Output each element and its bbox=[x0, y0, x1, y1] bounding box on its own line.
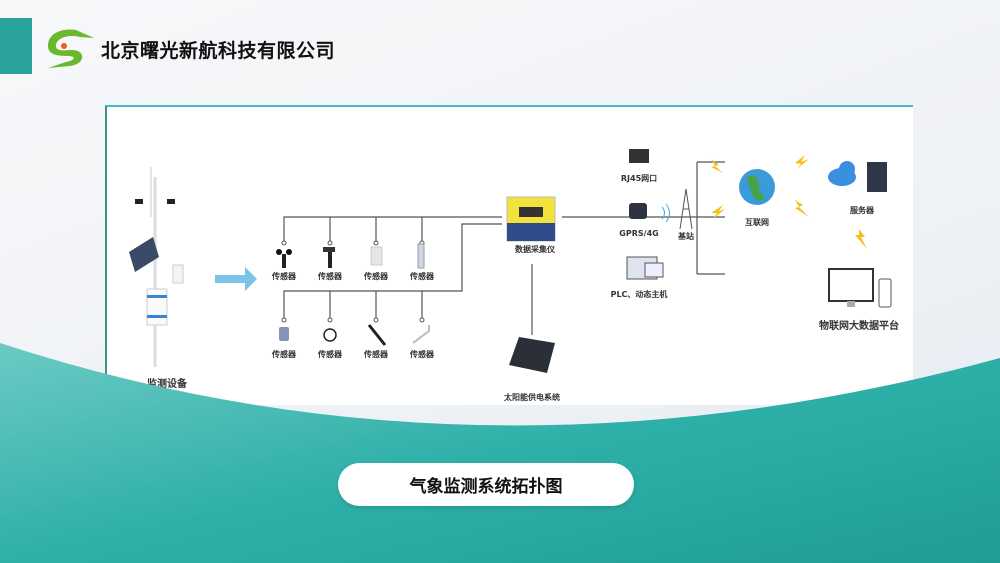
topology-diagram: 监测设备 传感器 传感器 传感器 传感器 传感器 传感器 传感器 传感器 数据采… bbox=[105, 105, 913, 405]
globe-icon bbox=[739, 169, 775, 205]
label-data-logger: 数据采集仪 bbox=[515, 245, 555, 254]
label-sensor: 传感器 bbox=[410, 350, 434, 359]
rain-gauge-icon bbox=[417, 243, 425, 269]
label-sensor: 传感器 bbox=[318, 350, 342, 359]
plc-screens-icon bbox=[626, 256, 664, 280]
label-sensor: 传感器 bbox=[272, 350, 296, 359]
label-gprs: GPRS/4G bbox=[619, 229, 659, 238]
wireless-signal-icon bbox=[661, 203, 670, 223]
rj45-port-icon bbox=[629, 149, 649, 163]
label-sensor: 传感器 bbox=[272, 272, 296, 281]
label-iot-platform: 物联网大数据平台 bbox=[819, 321, 899, 332]
hook-sensor-icon bbox=[412, 325, 430, 344]
lightning-icon bbox=[711, 155, 867, 249]
server-rack-icon bbox=[867, 162, 887, 192]
gprs-module-icon bbox=[629, 203, 647, 219]
label-internet: 互联网 bbox=[745, 218, 769, 227]
label-server: 服务器 bbox=[850, 206, 874, 215]
label-sensor: 传感器 bbox=[364, 350, 388, 359]
label-solar: 太阳能供电系统 bbox=[504, 393, 560, 402]
desktop-monitor-icon bbox=[828, 268, 874, 307]
diagram-caption: 气象监测系统拓扑图 bbox=[338, 463, 634, 506]
label-sensor: 传感器 bbox=[364, 272, 388, 281]
probe-sensor-icon bbox=[367, 324, 387, 346]
solar-panel-icon bbox=[509, 337, 555, 373]
company-logo bbox=[48, 29, 94, 68]
cloud-icon bbox=[828, 161, 856, 186]
label-rj45: RJ45网口 bbox=[620, 174, 658, 183]
anemometer-icon bbox=[276, 249, 292, 268]
data-logger-icon bbox=[506, 196, 556, 242]
label-monitoring-device: 监测设备 bbox=[147, 379, 187, 390]
header-accent-bar bbox=[0, 18, 32, 74]
mobile-phone-icon bbox=[878, 278, 892, 308]
soil-sensor-icon bbox=[279, 327, 289, 341]
label-base-station: 基站 bbox=[678, 232, 694, 241]
weather-station-icon bbox=[129, 167, 184, 367]
wind-vane-icon bbox=[323, 247, 335, 268]
label-plc: PLC、动态主机 bbox=[610, 290, 668, 299]
company-name: 北京曙光新航科技有限公司 bbox=[101, 40, 336, 62]
label-sensor: 传感器 bbox=[318, 272, 342, 281]
cable-sensor-icon bbox=[323, 328, 337, 342]
label-sensor: 传感器 bbox=[410, 272, 434, 281]
base-station-icon bbox=[679, 188, 693, 230]
flow-arrow-icon bbox=[215, 267, 257, 291]
shutter-box-icon bbox=[370, 246, 383, 266]
